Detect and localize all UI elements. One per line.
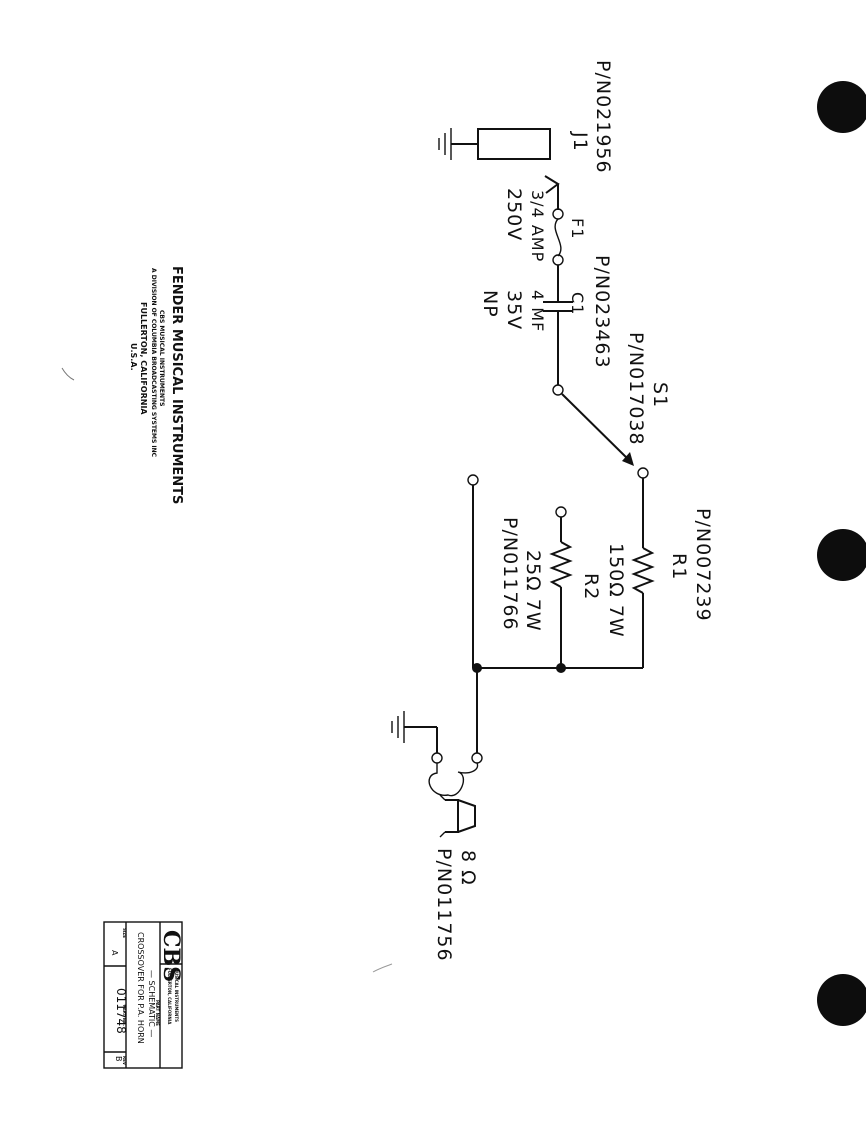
cbs-logo: CBS [158,930,184,982]
f1-ref-label: F1 [568,218,587,239]
switch-s1-arrow-icon [622,452,634,466]
title-block-frame [103,921,183,1069]
speaker-part-number: P/N011756 [433,848,455,962]
switch-s1-contact-r1 [637,467,649,479]
punch-hole-bottom [817,974,866,1026]
jack-j1-body [477,128,551,160]
maker-line-2: FULLERTON, CALIFORNIA [167,968,172,1025]
rev-label: REV [122,1056,127,1066]
c1-type-label: NP [479,290,501,318]
part-name-label: PART NAME [155,1000,160,1026]
j1-ref-label: J1 [569,131,591,152]
part-name-line-1: — SCHEMATIC — [147,970,156,1037]
r1-value-label: 150Ω 7W [605,543,627,638]
switch-s1-contact-direct [467,474,479,486]
punch-hole-top [817,81,866,133]
stray-mark [61,367,75,381]
r2-part-number: P/N011766 [499,517,521,631]
speaker-value-label: 8 Ω [457,850,479,886]
speaker-horn-icon [428,762,479,838]
f1-voltage-label: 250V [503,188,525,241]
punch-hole-middle [817,529,866,581]
resistor-r1 [631,478,655,668]
company-division: CBS MUSICAL INSTRUMENTS [158,310,165,406]
s1-part-number: P/N017038 [625,332,647,446]
part-no-label: PART NO. [122,1005,127,1026]
switch-s1-pivot [552,384,564,396]
jack-j1 [438,128,560,194]
r1-ref-label: R1 [668,553,690,580]
punch-holes [817,81,866,1026]
fuse-f1-icon [552,208,564,266]
f1-rating-label: 3/4 AMP [528,190,547,262]
c1-voltage-label: 35V [503,290,525,330]
company-city: FULLERTON, CALIFORNIA [139,302,148,415]
component-labels: P/N021956 J1 F1 3/4 AMP 250V P/N023463 C… [433,60,714,962]
stray-mark [372,963,393,973]
speaker-terminal-ground [431,752,443,764]
company-parent: A DIVISION OF COLUMBIA BROADCASTING SYST… [150,268,157,458]
size-label: SIZE [122,928,127,938]
c1-ref-label: C1 [568,292,587,315]
r2-ref-label: R2 [580,573,602,600]
c1-value-label: 4 MF [528,290,547,332]
part-number: 011748 [114,988,128,1034]
circuit [391,128,655,838]
switch-s1 [467,384,649,518]
switch-s1-blade [561,393,633,464]
resistor-r1-icon [631,547,655,594]
ground-icon [438,128,452,160]
company-block: FENDER MUSICAL INSTRUMENTS CBS MUSICAL I… [129,266,184,504]
resistor-r2 [549,517,573,668]
company-country: U.S.A. [129,343,138,371]
company-name: FENDER MUSICAL INSTRUMENTS [169,266,184,504]
c1-part-number: P/N023463 [591,255,613,369]
title-block: CBS MUSICAL INSTRUMENTS FULLERTON, CALIF… [103,921,184,1069]
r2-value-label: 25Ω 7W [522,550,544,632]
speaker-ground [391,711,443,764]
speaker-terminal-hot [471,752,483,764]
ground-icon [391,711,405,743]
switch-s1-contact-r2 [555,506,567,518]
junction-dot-right [556,663,566,673]
maker-line-1: MUSICAL INSTRUMENTS [174,968,179,1022]
resistor-r2-icon [549,541,573,588]
j1-part-number: P/N021956 [592,60,614,174]
rev-value: B [114,1056,123,1062]
s1-ref-label: S1 [649,382,671,408]
r1-part-number: P/N007239 [692,508,714,622]
size-value: A [110,950,119,956]
part-name-line-2: CROSSOVER FOR P.A. HORN [136,932,145,1044]
